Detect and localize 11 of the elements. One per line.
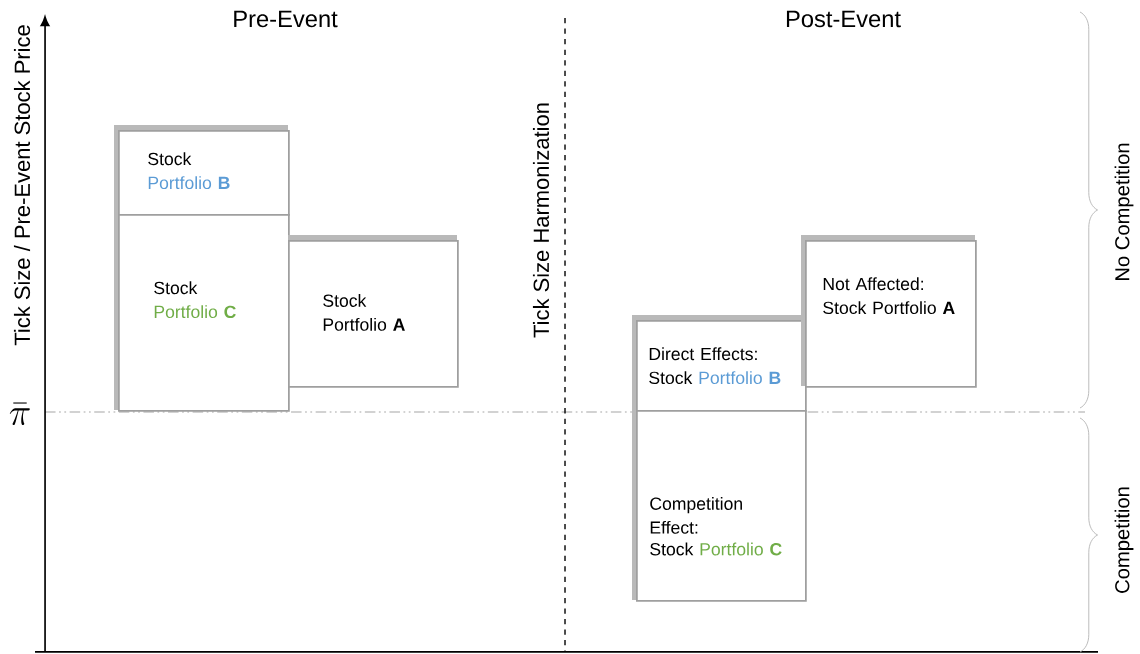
text-box: Stock Portfolio A — [288, 235, 459, 388]
heading: Post-Event — [786, 10, 901, 28]
text-box: Not Affected: Stock Portfolio A — [801, 235, 977, 388]
axis-label: Tick Size Harmonization — [532, 103, 550, 338]
heading: Pre-Event — [234, 10, 338, 28]
region-label: Competition — [1114, 487, 1134, 593]
axis-value: $\bar{\pi}$ — [9, 402, 30, 426]
text-box: Direct Effects: Stock Portfolio B — [632, 315, 807, 412]
region-label: No Competition — [1114, 143, 1134, 280]
text-box: Stock Portfolio B — [114, 125, 290, 216]
axis-label: Tick Size / Pre-Event Stock Price — [13, 25, 31, 346]
